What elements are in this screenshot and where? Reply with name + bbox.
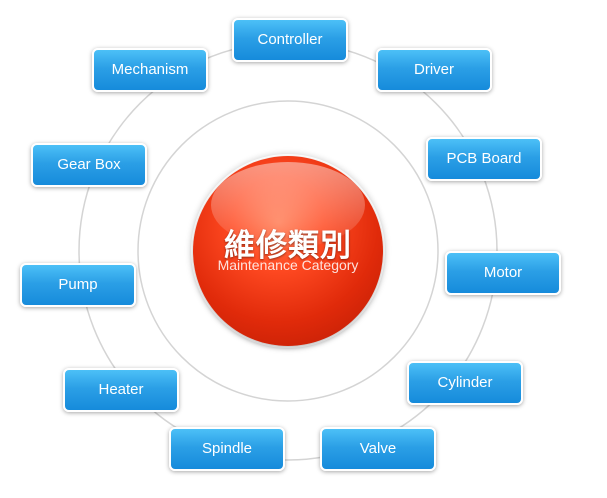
category-driver[interactable]: Driver [376,48,492,92]
category-pump[interactable]: Pump [20,263,136,307]
category-heater[interactable]: Heater [63,368,179,412]
category-spindle[interactable]: Spindle [169,427,285,471]
category-pcb-board[interactable]: PCB Board [426,137,542,181]
maintenance-category-hub: 維修類別 Maintenance Category [193,156,383,346]
category-cylinder[interactable]: Cylinder [407,361,523,405]
hub-subtitle: Maintenance Category [217,257,359,273]
category-motor[interactable]: Motor [445,251,561,295]
category-valve[interactable]: Valve [320,427,436,471]
category-gear-box[interactable]: Gear Box [31,143,147,187]
category-mechanism[interactable]: Mechanism [92,48,208,92]
category-controller[interactable]: Controller [232,18,348,62]
inner-ring [137,100,439,402]
hub-title: 維修類別 [224,228,352,264]
